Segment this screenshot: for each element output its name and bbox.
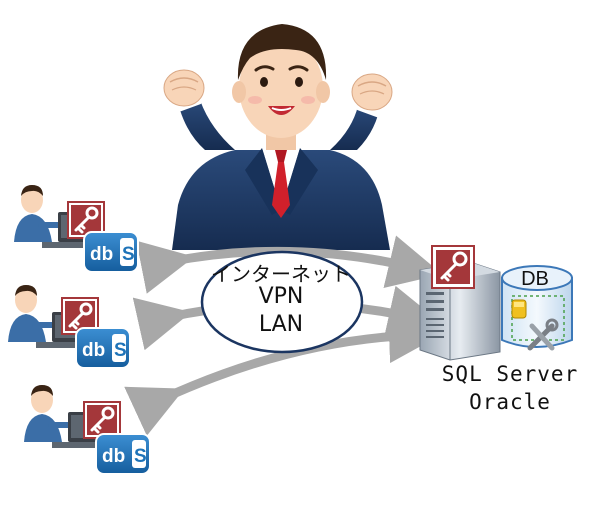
dbs-badge-label: db [90,244,113,265]
network-label-internet: インターネット [211,262,351,286]
dbs-badge-icon: db S [83,231,139,273]
person-icon [8,285,58,342]
dbs-badge-label: db [102,446,125,467]
tools-icon [511,299,559,351]
network-label-vpn: VPN [258,284,304,309]
dbs-badge-s: S [134,446,147,467]
person-icon [14,185,64,242]
network-bubble [200,250,364,354]
database-label: DB [521,268,549,290]
access-key-icon [431,245,475,289]
dbs-badge-s: S [122,244,135,265]
server-group [419,245,573,361]
person-icon [24,385,74,442]
dbs-badge-icon: db S [95,433,151,475]
arrow-client-3 [124,309,443,436]
access-key-icon [83,401,121,439]
businessman-illustration [163,24,393,250]
network-label-lan: LAN [258,312,304,337]
client-workstation: db S [24,385,151,475]
client-workstation: db S [14,185,139,273]
server-label-sqlserver: SQL Server [441,362,579,386]
dbs-badge-label: db [82,340,105,361]
client-workstation: db S [8,285,131,369]
dbs-badge-icon: db S [75,327,131,369]
dbs-badge-s: S [114,340,127,361]
server-label-oracle: Oracle [469,390,551,414]
